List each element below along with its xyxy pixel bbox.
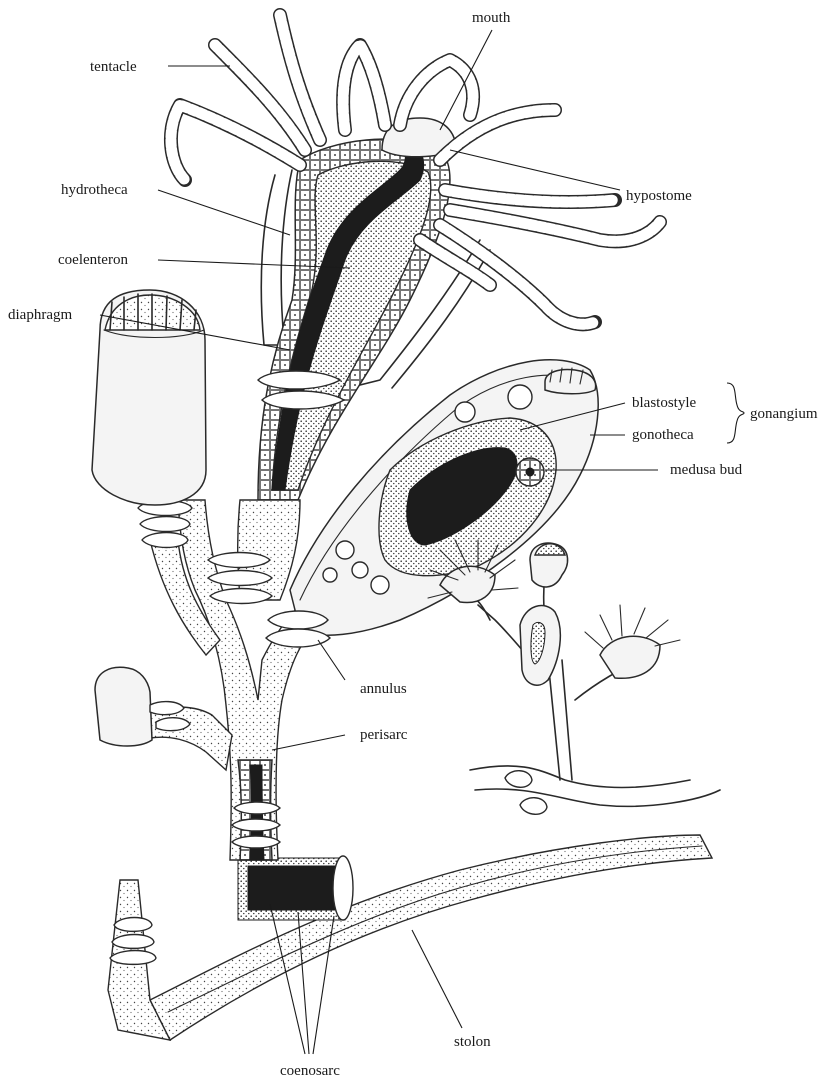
label-coenosarc: coenosarc (280, 1063, 340, 1079)
label-gonangium: gonangium (750, 406, 818, 422)
small-colony-inset (428, 540, 720, 814)
label-annulus: annulus (360, 681, 407, 697)
label-hydrotheca: hydrotheca (61, 182, 128, 198)
label-hypostome: hypostome (626, 188, 692, 204)
label-gonotheca: gonotheca (632, 427, 694, 443)
label-perisarc: perisarc (360, 727, 408, 743)
leader-annulus (318, 640, 345, 680)
label-stolon: stolon (454, 1034, 491, 1050)
stolon-structure (108, 835, 712, 1040)
label-blastostyle: blastostyle (632, 395, 697, 411)
label-medusa-bud: medusa bud (670, 462, 743, 478)
leader-stolon (412, 930, 462, 1028)
lower-left-branch (95, 667, 232, 770)
label-tentacle: tentacle (90, 59, 137, 75)
label-diaphragm: diaphragm (8, 307, 72, 323)
leader-hypostome (450, 150, 620, 190)
label-coelenteron: coelenteron (58, 252, 128, 268)
label-mouth: mouth (472, 10, 511, 26)
gonangium-brace (727, 383, 744, 443)
leader-perisarc (272, 735, 345, 750)
